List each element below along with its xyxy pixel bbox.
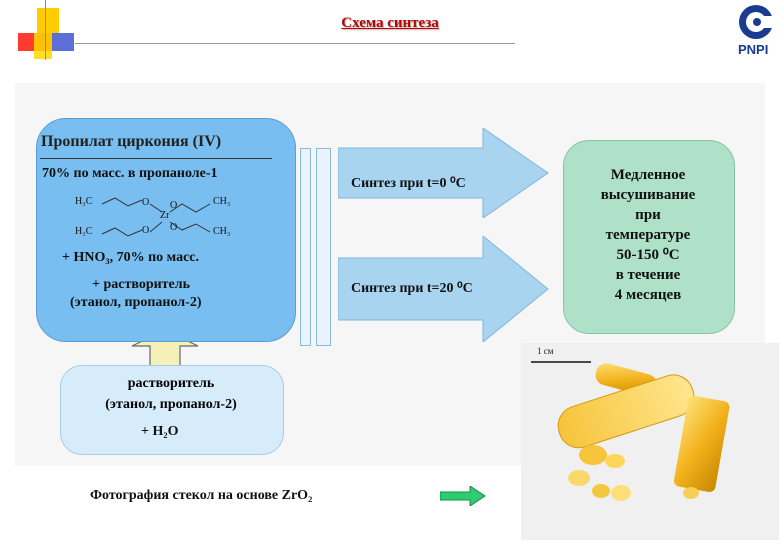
molecule-o-top-left: O bbox=[142, 197, 150, 208]
drying-line: 50-150 ⁰C bbox=[616, 247, 680, 263]
decor-square-yellow bbox=[37, 8, 59, 33]
separator-bar-2 bbox=[316, 148, 331, 346]
arrow-bottom bbox=[338, 236, 549, 342]
solvent-box-water: + H₂O bbox=[141, 424, 179, 439]
drying-text: Медленное высушивание при температуре 50… bbox=[563, 165, 733, 305]
arrow-top-label: Синтез при t=0 ⁰C bbox=[351, 176, 466, 191]
molecule-o-bottom-right: O bbox=[170, 222, 178, 233]
decor-square-yellow-2 bbox=[34, 33, 52, 59]
drying-line: 4 месяцев bbox=[614, 287, 682, 303]
glass-photo bbox=[521, 343, 779, 540]
drying-line: высушивание bbox=[600, 187, 696, 203]
drying-line: при bbox=[635, 207, 661, 223]
scale-bar-label: 1 см bbox=[537, 346, 554, 356]
solvent-box-list: (этанол, пропанол-2) bbox=[105, 397, 237, 412]
caption-arrow-icon bbox=[440, 486, 486, 506]
drying-box bbox=[563, 140, 735, 334]
reagent-hno3: + HNO₃, 70% по масс. bbox=[62, 250, 199, 265]
pnpi-logo bbox=[739, 5, 774, 39]
reagent-box bbox=[36, 118, 296, 342]
molecule-o-top-right: O bbox=[170, 200, 178, 211]
reagent-solvent-list: (этанол, пропанол-2) bbox=[70, 295, 202, 310]
drying-line: температуре bbox=[605, 227, 691, 243]
logo-text: PNPI bbox=[738, 42, 769, 57]
zirconium-propoxide-structure bbox=[101, 197, 211, 237]
molecule-o-bottom-left: O bbox=[142, 225, 150, 236]
arrow-top bbox=[338, 128, 549, 218]
glass-samples-image bbox=[521, 343, 779, 540]
decor-vline bbox=[45, 0, 46, 60]
molecule-ch3-top: CH₃ bbox=[213, 196, 231, 207]
reagent-title: Пропилат циркония (IV) bbox=[41, 133, 222, 150]
reagent-solvent: + растворитель bbox=[92, 277, 191, 292]
decor-square-blue bbox=[52, 33, 74, 51]
separator-bar-1 bbox=[300, 148, 311, 346]
solvent-box-title: растворитель bbox=[127, 376, 215, 391]
photo-caption: Фотография стекол на основе ZrO₂ bbox=[90, 488, 313, 503]
molecule-h3c-top: H₃C bbox=[75, 196, 93, 207]
drying-line: в течение bbox=[615, 267, 681, 283]
arrow-bottom-label: Синтез при t=20 ⁰C bbox=[351, 281, 473, 296]
molecule-zr: Zr bbox=[160, 210, 170, 221]
reagent-divider bbox=[40, 158, 272, 159]
solvent-box bbox=[60, 365, 284, 455]
molecule-ch3-bottom: CH₃ bbox=[213, 226, 231, 237]
page-title: Схема синтеза bbox=[341, 15, 439, 31]
reagent-concentration: 70% по масс. в пропаноле-1 bbox=[42, 166, 218, 181]
molecule-h3c-bottom: H₃C bbox=[75, 226, 93, 237]
title-underline bbox=[75, 43, 515, 44]
drying-line: Медленное bbox=[610, 167, 686, 183]
